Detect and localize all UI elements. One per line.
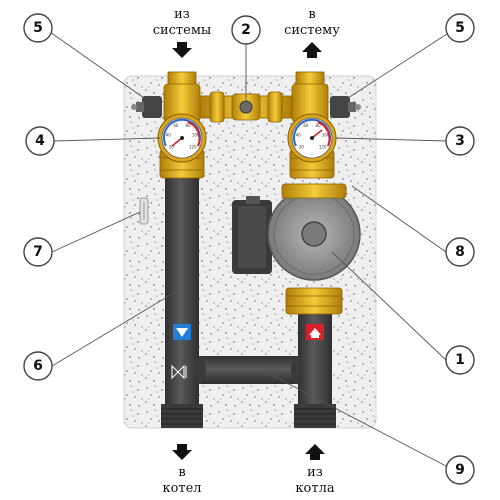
to-system-label: в систему [284, 7, 340, 58]
svg-text:7: 7 [33, 244, 43, 260]
right-air-valve [330, 96, 361, 118]
to-boiler-label: в котел [162, 444, 202, 496]
cold-flow-marker [173, 324, 191, 340]
down-arrow-icon [176, 328, 188, 337]
svg-text:5: 5 [455, 20, 465, 36]
svg-text:4: 4 [35, 133, 45, 149]
gauge-tick-label: 20 [169, 145, 175, 150]
svg-text:3: 3 [455, 133, 465, 149]
svg-text:1: 1 [455, 352, 465, 368]
gauge-tick-label: 80 [186, 123, 192, 128]
callout-5-right: 5 [445, 13, 475, 43]
gauge-tick-label: 80 [316, 123, 322, 128]
thermometer-sensor [139, 197, 149, 225]
from-system-label: из системы [153, 7, 212, 58]
svg-text:5: 5 [33, 20, 43, 36]
gauge-tick-label: 120 [319, 145, 327, 150]
gauge-tick-label: 120 [189, 145, 197, 150]
left-thread-end [161, 404, 203, 428]
svg-text:котел: котел [162, 481, 201, 496]
callout-2: 2 [231, 15, 261, 45]
gauge-tick-label: 40 [296, 133, 302, 138]
left-pipe [165, 174, 199, 410]
down-arrow-icon [172, 42, 192, 58]
from-boiler-label: из котла [295, 444, 335, 496]
svg-text:из: из [174, 7, 190, 22]
up-arrow-icon [305, 444, 325, 460]
hot-flow-marker [306, 324, 324, 340]
callout-9: 9 [445, 455, 475, 485]
valve-symbol-icon [171, 364, 187, 380]
gauge-tick-label: 100 [192, 133, 200, 138]
svg-text:систему: систему [284, 23, 340, 38]
callout-8: 8 [445, 237, 475, 267]
gauge-tick-label: 60 [303, 123, 309, 128]
callout-5-left: 5 [23, 13, 53, 43]
gauge-tick-label: 40 [166, 133, 172, 138]
svg-text:котла: котла [295, 481, 334, 496]
left-air-valve [131, 96, 162, 118]
gauge-tick-label: 60 [173, 123, 179, 128]
svg-text:2: 2 [241, 22, 251, 38]
svg-text:6: 6 [33, 358, 43, 374]
svg-text:в: в [178, 465, 185, 480]
svg-text:системы: системы [153, 23, 212, 38]
svg-text:8: 8 [455, 244, 465, 260]
center-valve [199, 91, 293, 123]
up-arrow-icon [302, 42, 322, 58]
bypass-pipe [199, 356, 298, 384]
callout-7: 7 [23, 237, 53, 267]
callout-3: 3 [445, 126, 475, 156]
gauge-tick-label: 20 [299, 145, 305, 150]
leader-lines [49, 31, 451, 467]
down-arrow-icon [172, 444, 192, 460]
house-icon [309, 328, 321, 338]
svg-text:из: из [307, 465, 323, 480]
callout-4: 4 [25, 126, 55, 156]
svg-text:в: в [308, 7, 315, 22]
gauge-tick-label: 100 [322, 133, 330, 138]
callout-6: 6 [23, 351, 53, 381]
callout-1: 1 [445, 345, 475, 375]
svg-text:9: 9 [455, 462, 465, 478]
right-thread-end [294, 404, 336, 428]
